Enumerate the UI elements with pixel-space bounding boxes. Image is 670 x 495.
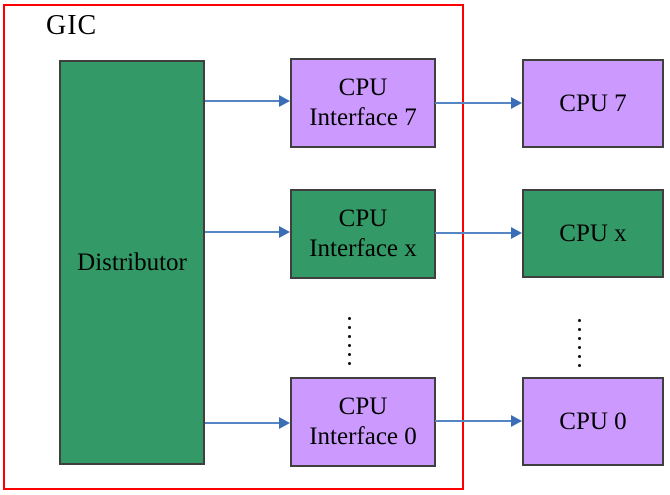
ellipsis-dot (578, 319, 581, 322)
cpu-interface-0-label-line1: CPU (338, 393, 388, 420)
arrow-distributor-to-interface-0 (205, 417, 290, 429)
arrow-interface-x-to-cpu-x (435, 227, 522, 239)
ellipsis-dot (578, 346, 581, 349)
cpu-7-label: CPU 7 (559, 89, 627, 117)
gic-boundary-frame (3, 4, 464, 490)
ellipsis-dot (578, 364, 581, 367)
cpu-interface-0-label-line2: Interface 0 (309, 423, 417, 450)
cpu-interface-7-box: CPU Interface 7 (290, 58, 436, 148)
cpu-interface-7-label-line1: CPU (338, 74, 388, 101)
ellipsis-dot (348, 335, 351, 338)
cpu-7-box: CPU 7 (522, 59, 664, 148)
cpu-interface-x-label-line1: CPU (338, 205, 388, 232)
arrow-distributor-to-interface-x (205, 226, 290, 238)
ellipsis-dot (348, 317, 351, 320)
cpu-0-label: CPU 0 (559, 407, 627, 435)
ellipsis-dot (348, 353, 351, 356)
distributor-label: Distributor (77, 248, 187, 276)
ellipsis-dot (348, 362, 351, 365)
arrow-interface-7-to-cpu-7 (435, 97, 522, 109)
ellipsis-dot (578, 328, 581, 331)
cpu-x-box: CPU x (522, 189, 664, 278)
arrow-distributor-to-interface-7 (205, 95, 290, 107)
ellipsis-dot (578, 355, 581, 358)
distributor-box: Distributor (59, 60, 205, 465)
ellipsis-dot (348, 344, 351, 347)
ellipsis-cpus (578, 319, 581, 367)
cpu-0-box: CPU 0 (522, 377, 664, 466)
cpu-x-label: CPU x (559, 219, 627, 247)
ellipsis-interfaces (348, 317, 351, 365)
cpu-interface-7-label-line2: Interface 7 (309, 104, 417, 131)
cpu-interface-0-box: CPU Interface 0 (290, 377, 436, 467)
gic-title: GIC (46, 10, 98, 41)
arrow-interface-0-to-cpu-0 (435, 415, 522, 427)
cpu-interface-x-box: CPU Interface x (290, 189, 436, 279)
ellipsis-dot (578, 337, 581, 340)
cpu-interface-x-label-line2: Interface x (309, 235, 417, 262)
ellipsis-dot (348, 326, 351, 329)
